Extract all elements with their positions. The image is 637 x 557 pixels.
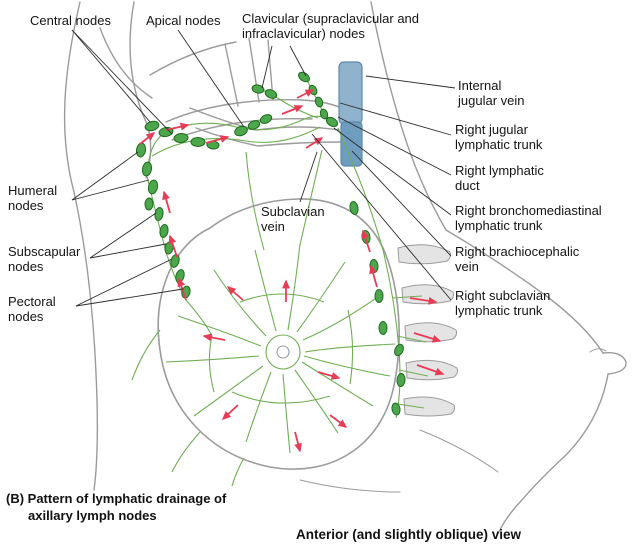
- central-node: [144, 120, 160, 132]
- serratus-digitations: [397, 244, 459, 417]
- supraclavicular-node: [264, 89, 278, 99]
- torso-right-edge: [370, 1, 447, 231]
- internal-jugular-vein-shape: [338, 61, 363, 125]
- neck-muscle-line: [224, 43, 239, 107]
- label-right-bronchomediastinal-lymphatic-trunk: Right bronchomediastinal lymphatic trunk: [455, 203, 602, 234]
- label-humeral-nodes: Humeral nodes: [8, 183, 58, 214]
- clavicular-node: [319, 108, 329, 120]
- trapezius-line: [149, 41, 237, 76]
- axillary-chain: [151, 126, 321, 157]
- brachiocephalic-vein-shape: [340, 121, 363, 167]
- parasternal-node: [349, 201, 359, 215]
- apical-node: [259, 114, 273, 124]
- caption-line-1: (B) Pattern of lymphatic drainage of: [6, 491, 227, 506]
- label-subclavian-vein: Subclavian vein: [261, 204, 325, 235]
- clavicular-node: [314, 96, 324, 108]
- nipple-ring: [276, 345, 290, 359]
- figure-caption: (B) Pattern of lymphatic drainage of axi…: [6, 491, 266, 525]
- parasternal-node: [394, 343, 404, 357]
- parasternal-node: [391, 402, 401, 416]
- central-node: [173, 132, 189, 144]
- central-node: [190, 137, 206, 147]
- breast-upper-curve: [445, 229, 604, 354]
- label-right-subclavian-lymphatic-trunk: Right subclavian lymphatic trunk: [455, 288, 551, 319]
- humeral-node: [147, 179, 159, 195]
- subscapular-node: [159, 224, 169, 238]
- humeral-node: [141, 161, 153, 177]
- supraclavicular-node: [251, 84, 265, 94]
- areola-arc: [589, 348, 607, 353]
- clavicle-top: [165, 99, 347, 123]
- clavicular-node: [325, 116, 339, 128]
- label-apical-nodes: Apical nodes: [146, 13, 221, 28]
- parasternal-node: [378, 321, 388, 335]
- pectoral-region-outline: [157, 198, 400, 470]
- view-orientation-label: Anterior (and slightly oblique) view: [296, 527, 522, 542]
- nipple-outline: [602, 352, 627, 375]
- humeral-node: [135, 142, 147, 158]
- label-internal-jugular-vein: Internal jugular vein: [458, 78, 525, 109]
- label-right-brachiocephalic-vein: Right brachiocephalic vein: [455, 244, 580, 275]
- vein-shapes: [338, 61, 363, 167]
- label-right-lymphatic-duct: Right lymphatic duct: [455, 163, 544, 194]
- leader-lines: [71, 29, 456, 307]
- lower-body-line: [419, 429, 499, 473]
- parasternal-node: [374, 289, 384, 303]
- label-clavicular-nodes: Clavicular (supraclavicular and infracla…: [242, 11, 420, 42]
- parasternal-node: [396, 373, 406, 387]
- label-subscapular-nodes: Subscapular nodes: [8, 244, 81, 275]
- caption-line-2: axillary lymph nodes: [28, 507, 157, 523]
- label-pectoral-nodes: Pectoral nodes: [8, 294, 56, 325]
- apical-node: [234, 125, 248, 137]
- label-right-jugular-lymphatic-trunk: Right jugular lymphatic trunk: [455, 122, 543, 153]
- flow-arrows: [139, 89, 445, 453]
- anatomy-outlines: [63, 1, 627, 533]
- breast-lower-curve: [498, 373, 609, 533]
- humeral-node: [144, 197, 154, 211]
- label-central-nodes: Central nodes: [30, 13, 111, 28]
- apical-node: [247, 120, 261, 130]
- arm-outer-edge: [63, 1, 99, 491]
- lower-body-line: [299, 479, 401, 493]
- clavicular-node: [298, 71, 310, 83]
- parasternal-node: [369, 259, 379, 273]
- areolar-plexus-ring: [265, 334, 301, 370]
- deltoid-line: [99, 27, 153, 99]
